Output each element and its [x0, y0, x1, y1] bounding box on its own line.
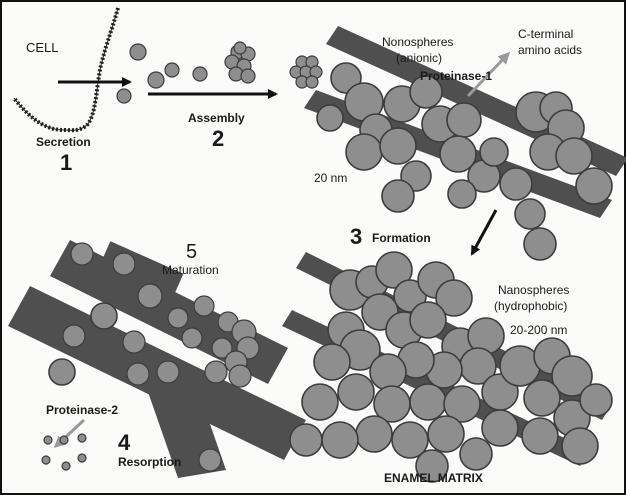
nanosphere	[194, 296, 214, 316]
step-3-number: 3	[350, 224, 362, 249]
nanosphere	[229, 365, 251, 387]
size-20nm-label: 20 nm	[314, 171, 347, 185]
nanosphere	[428, 416, 464, 452]
nanosphere	[382, 180, 414, 212]
nanosphere	[524, 228, 556, 260]
nanosphere	[148, 72, 164, 88]
nanosphere	[193, 67, 207, 81]
nanosphere	[338, 374, 374, 410]
assembly-label: Assembly	[188, 111, 245, 125]
nanosphere	[500, 168, 532, 200]
formation-label: Formation	[372, 231, 431, 245]
resorption-label: Resorption	[118, 455, 181, 469]
nanosphere	[130, 44, 146, 60]
nanospheres-anionic-label-2: (anionic)	[396, 51, 442, 65]
nanosphere	[60, 436, 68, 444]
nanosphere	[576, 168, 612, 204]
nanosphere	[290, 424, 322, 456]
resorbed-fragments	[42, 434, 86, 470]
nanosphere	[380, 128, 416, 164]
nanosphere	[157, 361, 179, 383]
enamel-matrix-label: ENAMEL MATRIX	[384, 471, 483, 485]
nanosphere	[127, 363, 149, 385]
proteinase-2-label: Proteinase-2	[46, 403, 118, 417]
nanosphere	[480, 138, 508, 166]
nanosphere	[205, 361, 227, 383]
nanosphere	[165, 63, 179, 77]
c-terminal-label-2: amino acids	[518, 43, 582, 57]
nanosphere	[306, 76, 318, 88]
nanosphere	[482, 410, 518, 446]
nanosphere	[78, 454, 86, 462]
nanosphere	[317, 105, 343, 131]
nanosphere	[448, 180, 476, 208]
nanosphere	[322, 422, 358, 458]
nanosphere	[447, 103, 481, 137]
nanosphere	[168, 308, 188, 328]
nanosphere	[91, 303, 117, 329]
nanosphere	[562, 428, 598, 464]
size-range-label: 20-200 nm	[510, 323, 567, 337]
formation-arrow	[472, 210, 496, 254]
nanosphere	[117, 89, 131, 103]
nanosphere	[410, 302, 446, 338]
nanosphere	[522, 418, 558, 454]
nanospheres-hydro-label-2: (hydrophobic)	[494, 299, 567, 313]
nanosphere	[524, 380, 560, 416]
nanosphere	[42, 456, 50, 464]
c-terminal-label-1: C-terminal	[518, 27, 573, 41]
maturation-label: Maturation	[162, 263, 219, 277]
nanosphere	[113, 253, 135, 275]
cell-label: CELL	[26, 40, 59, 55]
nanosphere	[49, 359, 75, 385]
nanosphere	[234, 42, 246, 54]
nanosphere	[356, 416, 392, 452]
step-1-number: 1	[60, 150, 72, 175]
nanosphere	[241, 69, 255, 83]
nanospheres-hydro-label-1: Nanospheres	[498, 283, 569, 297]
nanosphere	[460, 438, 492, 470]
nanosphere	[199, 449, 221, 471]
secretion-label: Secretion	[36, 135, 91, 149]
nanosphere	[71, 243, 93, 265]
nanosphere	[370, 354, 406, 390]
nanosphere	[346, 134, 382, 170]
nanosphere	[63, 325, 85, 347]
nanosphere	[515, 199, 545, 229]
proteinase-1-label: Proteinase-1	[420, 69, 492, 83]
cell-membrane	[14, 8, 118, 130]
step-5-number: 5	[186, 241, 197, 263]
nanosphere	[62, 462, 70, 470]
nanosphere	[44, 436, 52, 444]
nanosphere	[302, 384, 338, 420]
nanosphere	[123, 331, 145, 353]
step-4-number: 4	[118, 430, 131, 455]
nanosphere	[580, 384, 612, 416]
nanosphere	[556, 138, 592, 174]
nanosphere	[314, 344, 350, 380]
nanosphere	[182, 328, 202, 348]
nanospheres-anionic-label-1: Nonospheres	[382, 35, 453, 49]
nanosphere	[138, 284, 162, 308]
nanosphere	[410, 384, 446, 420]
step-2-number: 2	[212, 126, 224, 151]
nanosphere	[78, 434, 86, 442]
